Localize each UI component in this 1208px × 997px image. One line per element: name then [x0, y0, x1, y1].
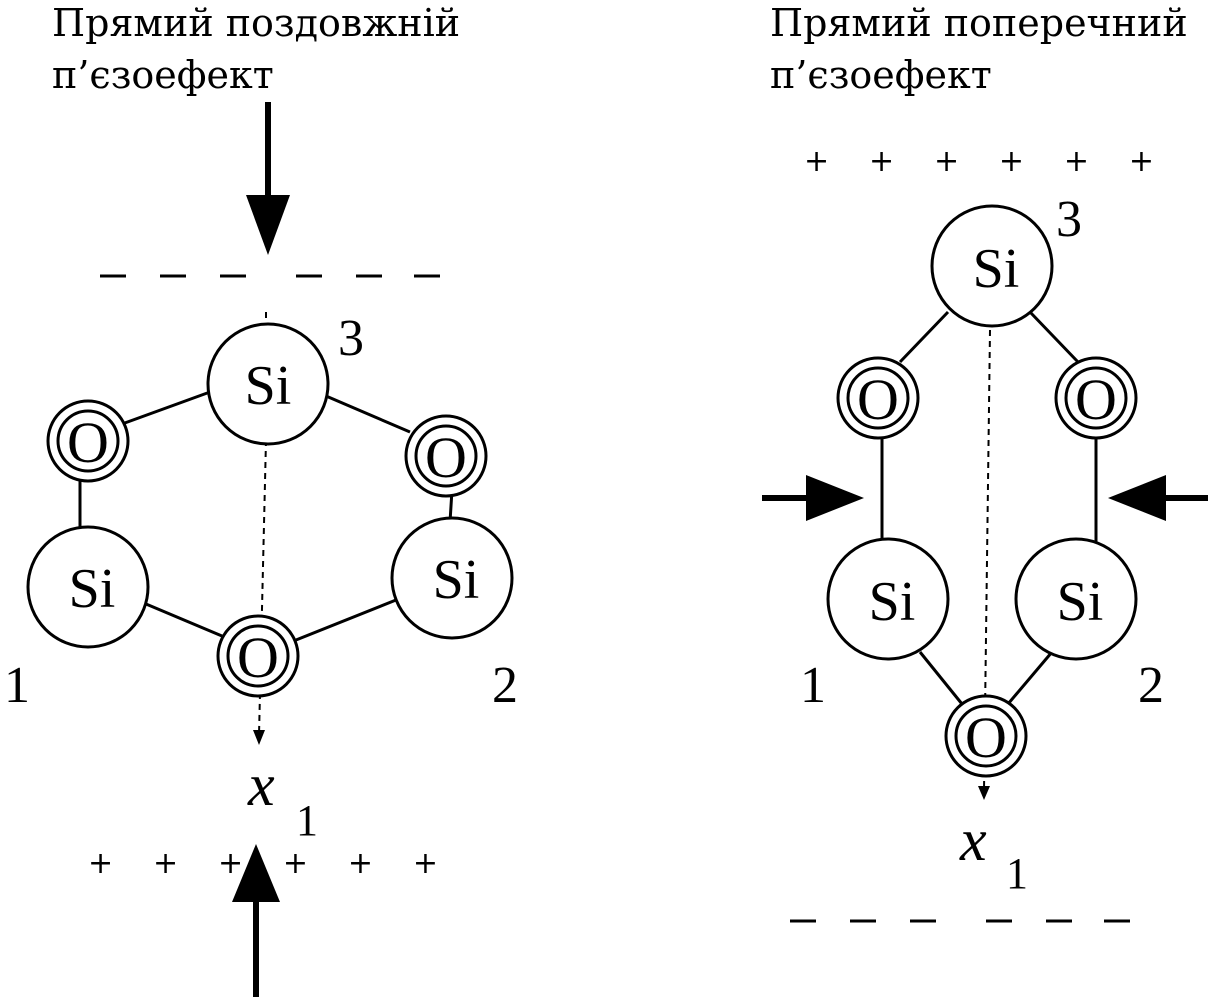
left-title-line2: п’єзоефект [52, 53, 274, 97]
right-atom-o-bottom: O [944, 694, 1028, 778]
right-atom-o-left: O [836, 356, 920, 440]
right-axis-arrowhead [978, 786, 990, 800]
right-atom-o-right: O [1054, 356, 1138, 440]
right-o-bottom-label: O [965, 705, 1007, 770]
left-atom-si-right: Si [390, 516, 514, 640]
longitudinal-effect-panel: Прямий поздовжній п’єзоефект [4, 1, 518, 997]
left-label-2: 2 [492, 657, 518, 714]
left-si-right-label: Si [433, 549, 480, 611]
left-si-left-label: Si [69, 558, 116, 620]
right-label-3: 3 [1056, 191, 1082, 248]
right-o-right-label: O [1075, 367, 1117, 432]
left-label-1: 1 [4, 657, 30, 714]
left-axis-subscript: 1 [296, 796, 318, 845]
right-title-line2: п’єзоефект [770, 53, 992, 97]
left-o-right-label: O [425, 425, 467, 490]
left-label-3: 3 [338, 310, 364, 367]
left-top-force-arrow [246, 102, 290, 255]
transverse-effect-panel: Прямий поперечний п’єзоефект + + + + + +… [762, 1, 1208, 923]
right-o-left-label: O [857, 367, 899, 432]
right-right-force-arrow [1108, 475, 1208, 521]
right-bonds [880, 310, 1098, 705]
left-atom-si-top: Si [206, 322, 330, 446]
right-si-right-label: Si [1057, 571, 1104, 633]
left-axis-x: x [247, 752, 275, 818]
left-title-line1: Прямий поздовжній [52, 1, 460, 45]
right-label-1: 1 [800, 657, 826, 714]
right-top-positive-charges: + + + + + + [804, 144, 1154, 179]
right-left-force-arrow [762, 475, 864, 521]
left-o-left-label: O [67, 410, 109, 475]
right-label-2: 2 [1138, 657, 1164, 714]
right-atom-si-right: Si [1014, 537, 1138, 661]
left-atom-o-left: O [46, 399, 130, 483]
right-title-line1: Прямий поперечний [770, 1, 1188, 45]
left-atom-o-right: O [404, 414, 488, 498]
left-axis-arrowhead [253, 730, 265, 745]
right-si-top-label: Si [973, 238, 1020, 300]
left-atom-si-left: Si [26, 525, 150, 649]
right-atom-si-top: Si [930, 204, 1054, 328]
left-atom-o-bottom: O [216, 614, 300, 698]
right-si-left-label: Si [869, 571, 916, 633]
right-atom-si-left: Si [826, 537, 950, 661]
left-o-bottom-label: O [237, 625, 279, 690]
right-axis-x: x [959, 807, 987, 873]
right-axis-subscript: 1 [1006, 849, 1028, 898]
left-si-top-label: Si [245, 355, 292, 417]
left-bottom-force-arrow [232, 844, 280, 997]
